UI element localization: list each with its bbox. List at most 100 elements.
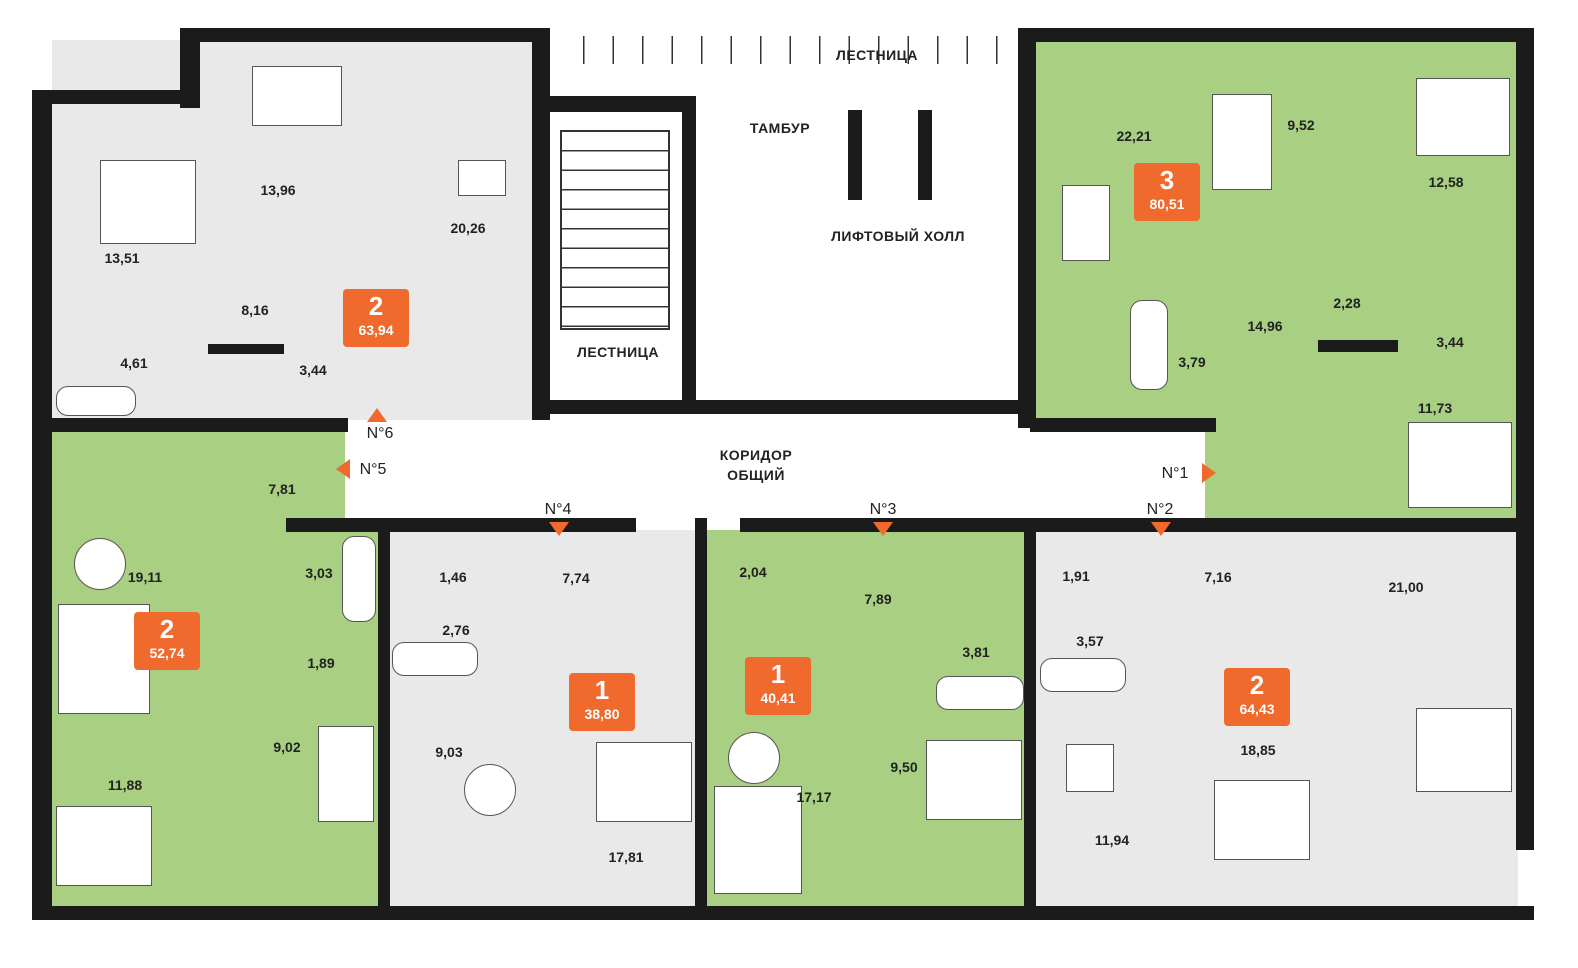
stairwell-top xyxy=(555,36,1015,64)
bathtub-icon xyxy=(342,536,376,622)
wall xyxy=(180,28,550,42)
bathtub-icon xyxy=(1040,658,1126,692)
table-icon xyxy=(1066,744,1114,792)
bathtub-icon xyxy=(936,676,1024,710)
apartment-badge[interactable]: 3 80,51 xyxy=(1134,163,1200,221)
apartment-badge[interactable]: 2 64,43 xyxy=(1224,668,1290,726)
wall xyxy=(1030,418,1216,432)
room-area: 20,26 xyxy=(450,220,486,236)
bed-icon xyxy=(1416,78,1510,156)
door-1-label[interactable]: N°1 xyxy=(1161,465,1189,482)
room-area: 17,17 xyxy=(796,789,832,805)
door-6-label[interactable]: N°6 xyxy=(366,425,394,442)
bed-icon xyxy=(1416,708,1512,792)
door-2-label[interactable]: N°2 xyxy=(1146,501,1174,518)
room-area: 4,61 xyxy=(120,355,148,371)
door-4-arrow-icon xyxy=(549,522,569,536)
table-icon xyxy=(458,160,506,196)
table-icon xyxy=(1062,185,1110,261)
bed-icon xyxy=(1408,422,1512,508)
door-5-label[interactable]: N°5 xyxy=(359,461,387,478)
total-area: 40,41 xyxy=(760,690,796,706)
bed-icon xyxy=(100,160,196,244)
total-area: 38,80 xyxy=(584,706,620,722)
table-icon xyxy=(74,538,126,590)
corridor-label-line1: КОРИДОР xyxy=(719,447,793,463)
room-area: 9,52 xyxy=(1287,117,1315,133)
door-1-arrow-icon xyxy=(1202,463,1216,483)
room-area: 2,76 xyxy=(442,622,470,638)
vestibule-label: ТАМБУР xyxy=(749,120,811,136)
room-area: 2,28 xyxy=(1333,295,1361,311)
total-area: 52,74 xyxy=(149,645,185,661)
room-area: 9,03 xyxy=(435,744,463,760)
room-area: 3,81 xyxy=(962,644,990,660)
bed-icon xyxy=(1214,780,1310,860)
wall xyxy=(208,344,284,354)
bed-icon xyxy=(252,66,342,126)
door-4-label[interactable]: N°4 xyxy=(544,501,572,518)
room-area: 22,21 xyxy=(1116,128,1152,144)
room-area: 17,81 xyxy=(608,849,644,865)
bed-icon xyxy=(926,740,1022,820)
room-count: 1 xyxy=(594,675,610,705)
apartment-badge[interactable]: 1 40,41 xyxy=(745,657,811,715)
wall xyxy=(286,518,636,532)
room-count: 1 xyxy=(770,659,786,689)
wall xyxy=(682,96,696,414)
wall xyxy=(548,96,688,112)
room-area: 3,03 xyxy=(305,565,333,581)
wall xyxy=(550,400,1030,414)
corridor-label: КОРИДОР ОБЩИЙ xyxy=(720,445,793,485)
room-area: 9,02 xyxy=(273,739,301,755)
wall xyxy=(1318,340,1398,352)
room-area: 11,94 xyxy=(1094,832,1130,848)
room-area: 7,74 xyxy=(562,570,590,586)
room-area: 7,81 xyxy=(268,481,296,497)
room-area: 9,50 xyxy=(890,759,918,775)
room-area: 13,51 xyxy=(104,250,140,266)
stairs-left-label: ЛЕСТНИЦА xyxy=(577,344,659,360)
corridor xyxy=(345,430,1205,520)
room-area: 3,44 xyxy=(299,362,327,378)
total-area: 64,43 xyxy=(1239,701,1275,717)
apartment-badge[interactable]: 2 63,94 xyxy=(343,289,409,347)
room-area: 1,46 xyxy=(439,569,467,585)
room-area: 19,11 xyxy=(127,569,163,585)
wall xyxy=(1516,520,1534,850)
sofa-icon xyxy=(714,786,802,894)
wall xyxy=(1018,28,1036,428)
bathtub-icon xyxy=(1130,300,1168,390)
room-area: 3,57 xyxy=(1076,633,1104,649)
bed-icon xyxy=(318,726,374,822)
bed-icon xyxy=(56,806,152,886)
door-6-arrow-icon xyxy=(367,408,387,422)
room-area: 18,85 xyxy=(1240,742,1276,758)
room-area: 21,00 xyxy=(1388,579,1424,595)
apartment-badge[interactable]: 1 38,80 xyxy=(569,673,635,731)
door-2-arrow-icon xyxy=(1151,522,1171,536)
apartment-4-area[interactable] xyxy=(390,530,695,910)
stairs-top-label: ЛЕСТНИЦА xyxy=(836,47,918,63)
room-area: 14,96 xyxy=(1247,318,1283,334)
room-area: 3,44 xyxy=(1436,334,1464,350)
room-count: 2 xyxy=(159,614,175,644)
room-area: 7,16 xyxy=(1204,569,1232,585)
wall xyxy=(32,90,52,920)
elevator-hall-label: ЛИФТОВЫЙ ХОЛЛ xyxy=(831,228,965,244)
room-area: 11,73 xyxy=(1417,400,1453,416)
wall xyxy=(1018,28,1534,42)
door-3-label[interactable]: N°3 xyxy=(869,501,897,518)
apartment-badge[interactable]: 2 52,74 xyxy=(134,612,200,670)
room-area: 8,16 xyxy=(241,302,269,318)
room-area: 1,89 xyxy=(307,655,335,671)
wall xyxy=(32,90,182,104)
bed-icon xyxy=(1212,94,1272,190)
room-area: 13,96 xyxy=(260,182,296,198)
table-icon xyxy=(728,732,780,784)
wall xyxy=(695,518,707,908)
room-area: 11,88 xyxy=(107,777,143,793)
wall xyxy=(740,518,1520,532)
door-5-arrow-icon xyxy=(336,459,350,479)
corridor-label-line2: ОБЩИЙ xyxy=(727,467,785,483)
